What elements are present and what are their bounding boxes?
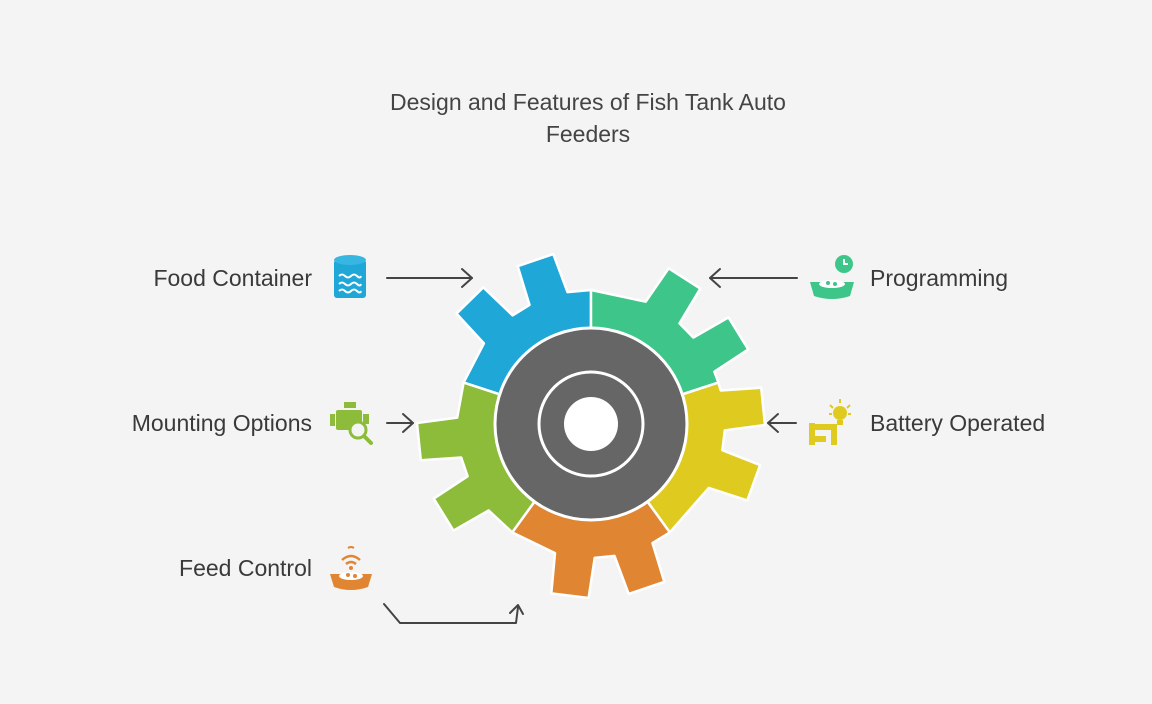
arrow-battery-operated (767, 413, 797, 433)
wifi-bowl-icon (330, 546, 372, 590)
database-water-icon (334, 255, 366, 298)
arrow-food-container (386, 268, 473, 288)
gear-hub-ring (537, 370, 645, 478)
gear-hub-hole (564, 397, 618, 451)
title-line-2: Feeders (545, 121, 631, 147)
label-mounting-options: Mounting Options (131, 410, 312, 436)
label-feed-control: Feed Control (179, 555, 312, 581)
arrow-programming (709, 268, 798, 288)
engine-inspect-icon (330, 402, 373, 445)
gear-hub (493, 326, 689, 522)
title-line-1: Design and Features of Fish Tank Auto (390, 89, 786, 115)
arrow-feed-control (383, 603, 524, 624)
timed-bowl-icon (810, 255, 854, 299)
diagram-title: Design and Features of Fish Tank Auto Fe… (376, 86, 800, 150)
bulb-pipe-icon (809, 399, 851, 445)
label-food-container: Food Container (153, 265, 312, 291)
label-programming: Programming (870, 265, 1009, 291)
label-battery-operated: Battery Operated (870, 410, 1046, 436)
gear-segments (415, 252, 767, 600)
arrow-mounting-options (386, 413, 414, 433)
